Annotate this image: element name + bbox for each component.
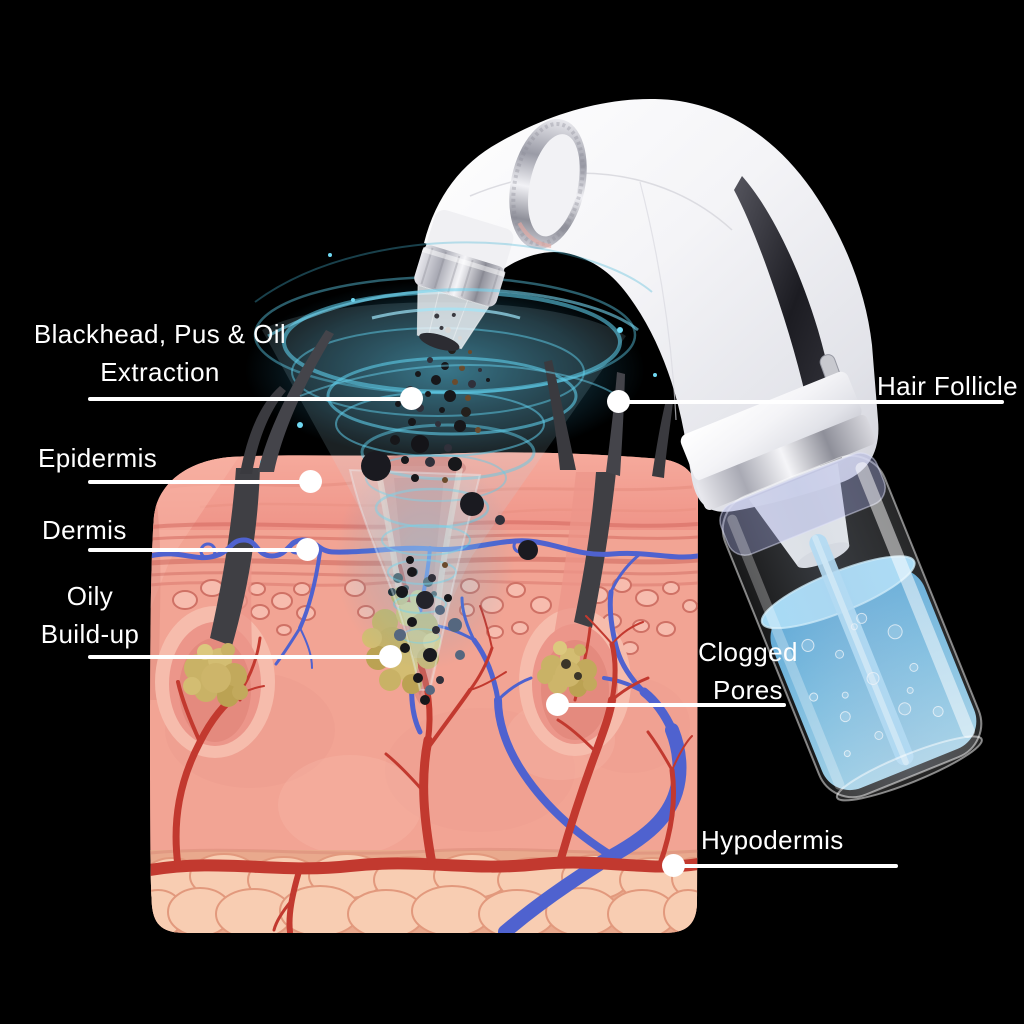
container-metal-ring [696,414,876,510]
collection-container [680,371,983,802]
elbow-metal-ring [509,118,587,250]
dot-hypodermis [662,854,685,877]
label-clogged-pores: Clogged Pores [667,633,829,709]
dot-hair-follicle [607,390,630,413]
leader-hypodermis [673,864,898,868]
nozzle-clear-tip [416,284,490,350]
label-hair-follicle: Hair Follicle [876,371,1018,401]
label-clogged-line1: Clogged [698,637,798,667]
label-extraction-line2: Extraction [100,357,220,387]
label-dermis: Dermis [42,515,127,545]
container-collar [719,452,886,556]
hairs-above-skin [240,330,673,478]
label-extraction: Blackhead, Pus & Oil Extraction [14,315,306,391]
label-hypodermis: Hypodermis [701,825,844,855]
container-glass [721,454,983,799]
label-oily-buildup: Oily Build-up [8,577,172,653]
label-oily-line2: Build-up [40,619,140,649]
label-extraction-line1: Blackhead, Pus & Oil [33,319,287,349]
vortex-front-arcs [254,241,653,397]
dot-oily-buildup [379,645,402,668]
extraction-particles [361,327,538,705]
dot-dermis [296,538,319,561]
leader-oily-buildup [88,655,391,659]
leader-clogged-pores [557,703,786,707]
dot-epidermis [299,470,322,493]
leader-hair-follicle [618,400,1004,404]
dot-extraction [400,387,423,410]
leader-epidermis [88,480,311,484]
oily-buildup-right [537,641,597,697]
label-oily-line1: Oily [66,581,114,611]
label-epidermis: Epidermis [38,443,158,473]
dot-clogged-pores [546,693,569,716]
hair-shafts-in-skin [210,468,616,646]
leader-extraction [88,397,412,401]
label-clogged-line2: Pores [713,675,783,705]
nozzle-opening [419,332,460,351]
leader-dermis [88,548,308,552]
